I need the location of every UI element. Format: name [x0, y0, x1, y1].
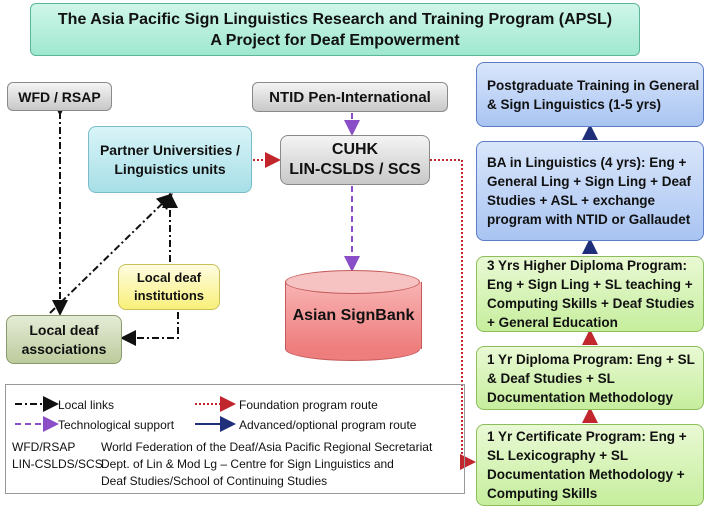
cuhk-line2: LIN-CSLDS / SCS	[289, 161, 421, 178]
node-partner-universities: Partner Universities / Linguistics units	[88, 126, 252, 193]
legend-local-links: Local links	[58, 398, 115, 412]
program-certificate: 1 Yr Certificate Program: Eng + SL Lexic…	[476, 424, 704, 506]
title-line1: The Asia Pacific Sign Linguistics Resear…	[57, 10, 613, 28]
node-wfd: WFD / RSAP	[7, 82, 112, 111]
link-associations-partner	[49, 193, 173, 314]
node-ntid: NTID Pen-International	[252, 82, 448, 112]
legend-tech-support: Technological support	[58, 418, 175, 432]
node-cuhk: CUHK LIN-CSLDS / SCS	[280, 135, 430, 185]
node-local-deaf-associations: Local deaf associations	[6, 315, 122, 364]
abbr-lin-value-1: Dept. of Lin & Mod Lg – Centre for Sign …	[101, 457, 394, 471]
signbank-top	[285, 270, 420, 294]
program-diploma: 1 Yr Diploma Program: Eng + SL & Deaf St…	[476, 346, 704, 410]
abbr-wfd-value: World Federation of the Deaf/Asia Pacifi…	[101, 440, 433, 454]
cuhk-line1: CUHK	[331, 141, 379, 158]
title-line2: A Project for Deaf Empowerment	[210, 31, 460, 49]
program-postgraduate: Postgraduate Training in General & Sign …	[476, 62, 704, 127]
program-higher-diploma: 3 Yrs Higher Diploma Program: Eng + Sign…	[476, 256, 704, 332]
link-institutions-associations	[120, 312, 179, 346]
program-ba: BA in Linguistics (4 yrs): Eng + General…	[476, 141, 704, 241]
diagram-title: The Asia Pacific Sign Linguistics Resear…	[30, 3, 640, 56]
legend-foundation: Foundation program route	[239, 398, 378, 412]
abbr-lin-key: LIN-CSLDS/SCS	[12, 457, 103, 471]
legend-advanced: Advanced/optional program route	[239, 418, 417, 432]
abbr-wfd-key: WFD/RSAP	[12, 440, 76, 454]
node-local-deaf-institutions: Local deaf institutions	[118, 264, 220, 310]
link-cuhk-certificate	[430, 159, 476, 470]
legend: Local links Technological support Founda…	[5, 384, 465, 494]
abbr-lin-value-2: Deaf Studies/School of Continuing Studie…	[101, 474, 328, 488]
